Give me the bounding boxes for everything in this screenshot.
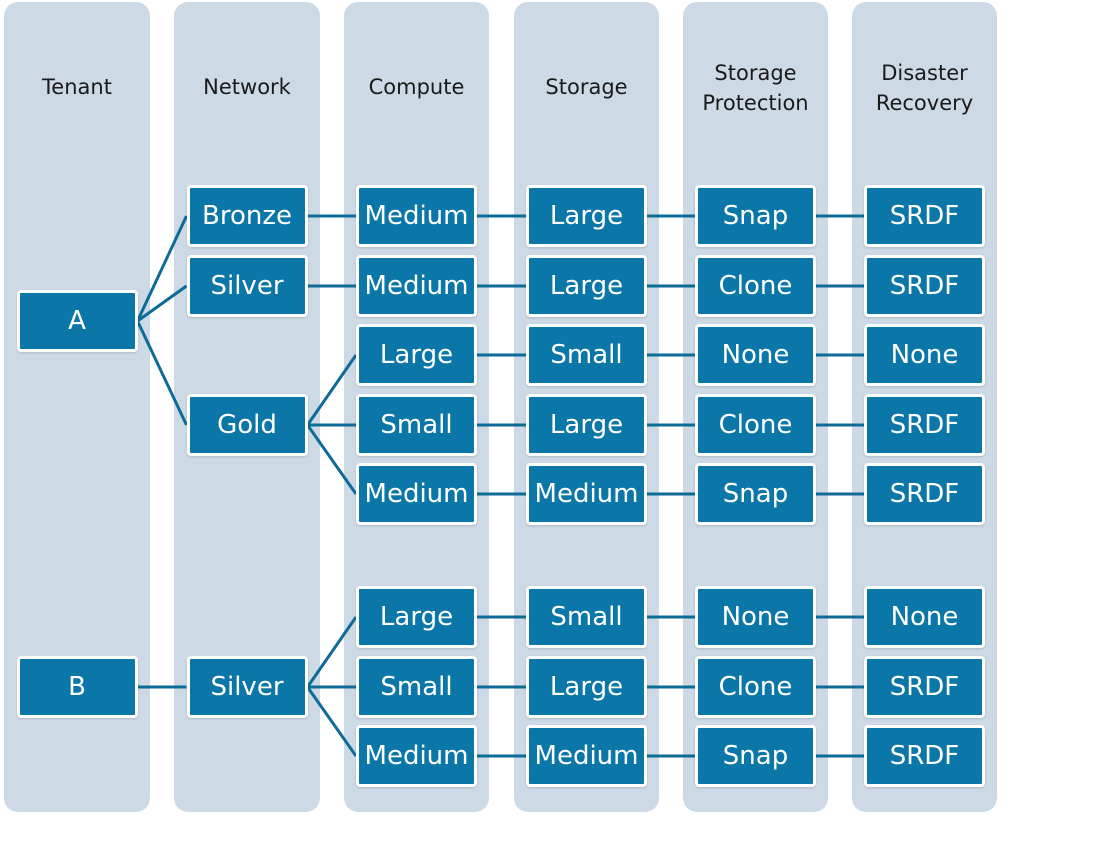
network-node[interactable]: Silver bbox=[186, 255, 308, 317]
storage-node[interactable]: Medium bbox=[526, 725, 647, 787]
compute-node[interactable]: Medium bbox=[356, 463, 477, 525]
storage-node[interactable]: Small bbox=[526, 586, 647, 648]
protection-node[interactable]: Snap bbox=[695, 185, 816, 247]
protection-node[interactable]: Clone bbox=[695, 656, 816, 718]
compute-node[interactable]: Small bbox=[356, 394, 477, 456]
storage-node[interactable]: Small bbox=[526, 324, 647, 386]
network-node[interactable]: Silver bbox=[186, 656, 308, 718]
dr-node[interactable]: SRDF bbox=[864, 656, 985, 718]
link-network-compute bbox=[306, 354, 358, 426]
compute-node[interactable]: Large bbox=[356, 324, 477, 386]
compute-node[interactable]: Large bbox=[356, 586, 477, 648]
tenant-node[interactable]: A bbox=[16, 290, 138, 352]
network-node[interactable]: Gold bbox=[186, 394, 308, 456]
dr-node[interactable]: SRDF bbox=[864, 185, 985, 247]
link-network-compute bbox=[306, 616, 358, 688]
storage-node[interactable]: Medium bbox=[526, 463, 647, 525]
dr-node[interactable]: None bbox=[864, 324, 985, 386]
compute-node[interactable]: Medium bbox=[356, 255, 477, 317]
link-network-compute bbox=[306, 686, 358, 757]
dr-node[interactable]: SRDF bbox=[864, 255, 985, 317]
storage-node[interactable]: Large bbox=[526, 255, 647, 317]
protection-node[interactable]: Snap bbox=[695, 463, 816, 525]
link-network-compute bbox=[306, 424, 358, 495]
protection-node[interactable]: Clone bbox=[695, 255, 816, 317]
compute-node[interactable]: Small bbox=[356, 656, 477, 718]
network-node[interactable]: Bronze bbox=[186, 185, 308, 247]
protection-node[interactable]: Clone bbox=[695, 394, 816, 456]
protection-node[interactable]: None bbox=[695, 324, 816, 386]
column-header-protection: Storage Protection bbox=[702, 61, 809, 115]
storage-node[interactable]: Large bbox=[526, 394, 647, 456]
link-tenant-network bbox=[136, 284, 188, 323]
dr-node[interactable]: SRDF bbox=[864, 463, 985, 525]
storage-node[interactable]: Large bbox=[526, 656, 647, 718]
column-header-dr: Disaster Recovery bbox=[875, 61, 974, 115]
storage-node[interactable]: Large bbox=[526, 185, 647, 247]
dr-node[interactable]: SRDF bbox=[864, 725, 985, 787]
link-tenant-network bbox=[136, 215, 188, 322]
column-header-tenant: Tenant bbox=[42, 75, 112, 99]
tenant-node[interactable]: B bbox=[16, 656, 138, 718]
link-tenant-network bbox=[136, 320, 188, 426]
protection-node[interactable]: None bbox=[695, 586, 816, 648]
protection-node[interactable]: Snap bbox=[695, 725, 816, 787]
dr-node[interactable]: None bbox=[864, 586, 985, 648]
column-header-storage: Storage bbox=[545, 75, 628, 99]
column-header-compute: Compute bbox=[368, 75, 465, 99]
compute-node[interactable]: Medium bbox=[356, 185, 477, 247]
compute-node[interactable]: Medium bbox=[356, 725, 477, 787]
dr-node[interactable]: SRDF bbox=[864, 394, 985, 456]
column-header-network: Network bbox=[203, 75, 291, 99]
